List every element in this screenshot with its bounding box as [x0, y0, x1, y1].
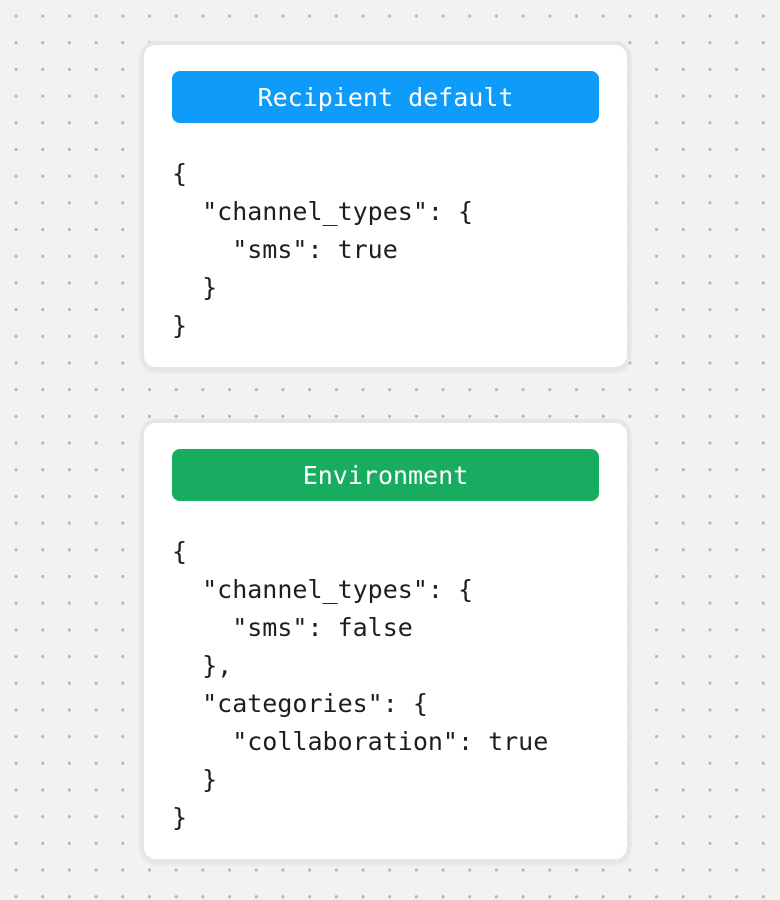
card-recipient-default: Recipient default { "channel_types": { "…: [140, 41, 631, 371]
recipient-default-json-code: { "channel_types": { "sms": true } }: [172, 159, 474, 340]
recipient-default-label: Recipient default: [172, 71, 599, 123]
environment-label: Environment: [172, 449, 599, 501]
environment-json-code: { "channel_types": { "sms": false }, "ca…: [172, 537, 549, 832]
card-environment: Environment { "channel_types": { "sms": …: [140, 419, 631, 863]
